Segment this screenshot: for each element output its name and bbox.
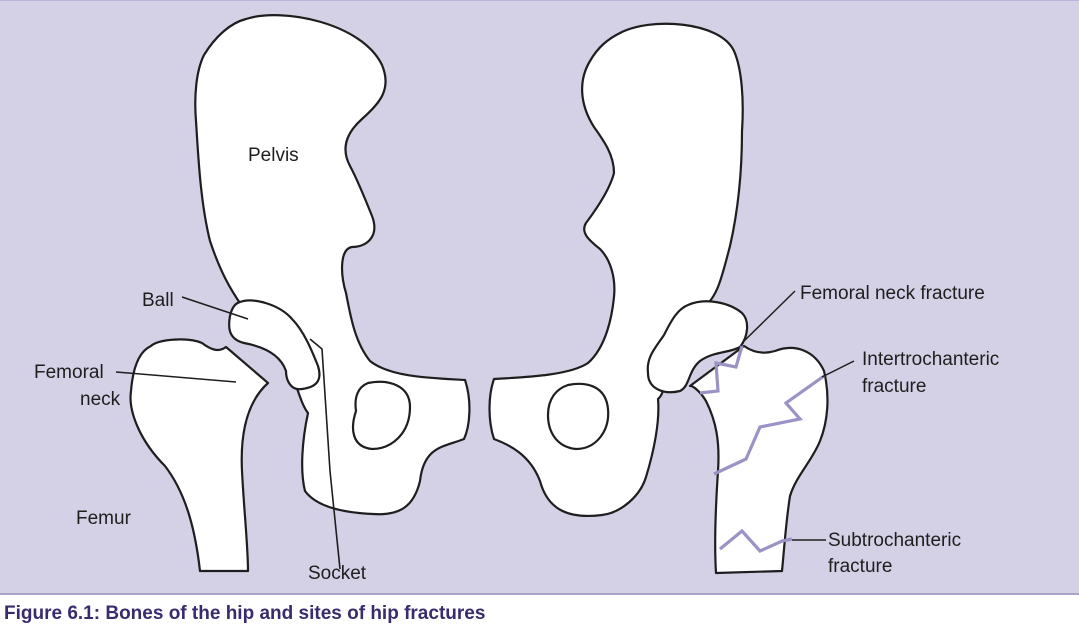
pelvis-label: Pelvis <box>248 145 299 166</box>
socket-label: Socket <box>308 563 367 584</box>
subtrochanteric-fracture-label-line1: Subtrochanteric <box>828 530 961 551</box>
figure-panel: Pelvis Ball Femoral neck Femur Socket Fe… <box>0 0 1079 593</box>
intertrochanteric-leader <box>822 361 854 377</box>
right-obturator-foramen <box>548 384 608 449</box>
right-pelvis <box>490 24 743 516</box>
femoral-neck-fracture-label: Femoral neck fracture <box>800 283 985 304</box>
ball-label: Ball <box>142 290 174 311</box>
femoral-neck-fracture-leader <box>742 291 795 343</box>
right-femur-shaft <box>690 346 827 573</box>
figure-caption: Figure 6.1: Bones of the hip and sites o… <box>0 593 1079 633</box>
femoral-neck-label-line2: neck <box>80 389 121 410</box>
subtrochanteric-fracture-label-line2: fracture <box>828 556 892 577</box>
intertrochanteric-fracture-label-line2: fracture <box>862 376 926 397</box>
hip-diagram: Pelvis Ball Femoral neck Femur Socket Fe… <box>0 1 1079 593</box>
caption-text: Figure 6.1: Bones of the hip and sites o… <box>4 603 485 625</box>
femur-label: Femur <box>76 508 132 529</box>
femoral-neck-label-line1: Femoral <box>34 362 104 383</box>
intertrochanteric-fracture-label-line1: Intertrochanteric <box>862 349 999 370</box>
right-hip <box>490 24 828 573</box>
left-hip <box>131 15 470 571</box>
